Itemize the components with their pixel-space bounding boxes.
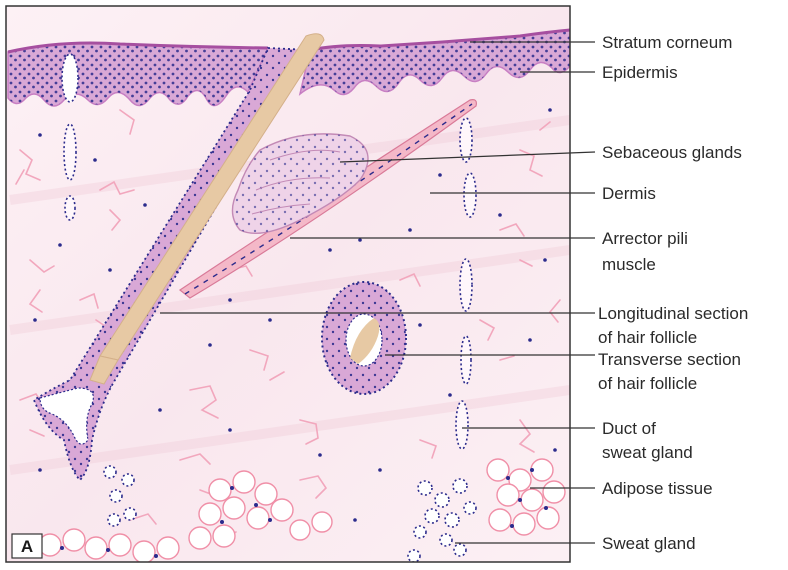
panel-letter: A — [21, 537, 33, 556]
label-transverse-1: Transverse section — [598, 350, 741, 369]
label-arrector-pili-1: Arrector pili — [602, 229, 688, 248]
label-duct-2: sweat gland — [602, 443, 693, 462]
label-adipose-tissue: Adipose tissue — [602, 479, 713, 498]
label-duct-1: Duct of — [602, 419, 656, 438]
label-sweat-gland: Sweat gland — [602, 534, 696, 553]
label-longitudinal-2: of hair follicle — [598, 328, 697, 347]
label-sebaceous-glands: Sebaceous glands — [602, 143, 742, 162]
label-longitudinal-1: Longitudinal section — [598, 304, 748, 323]
label-arrector-pili-2: muscle — [602, 255, 656, 274]
label-stratum-corneum: Stratum corneum — [602, 33, 732, 52]
label-dermis: Dermis — [602, 184, 656, 203]
label-epidermis: Epidermis — [602, 63, 678, 82]
panel-label: A — [12, 534, 42, 558]
label-transverse-2: of hair follicle — [598, 374, 697, 393]
dermis-region — [6, 6, 570, 563]
transverse-hair-follicle — [322, 282, 406, 394]
labels: Stratum corneum Epidermis Sebaceous glan… — [598, 33, 748, 553]
